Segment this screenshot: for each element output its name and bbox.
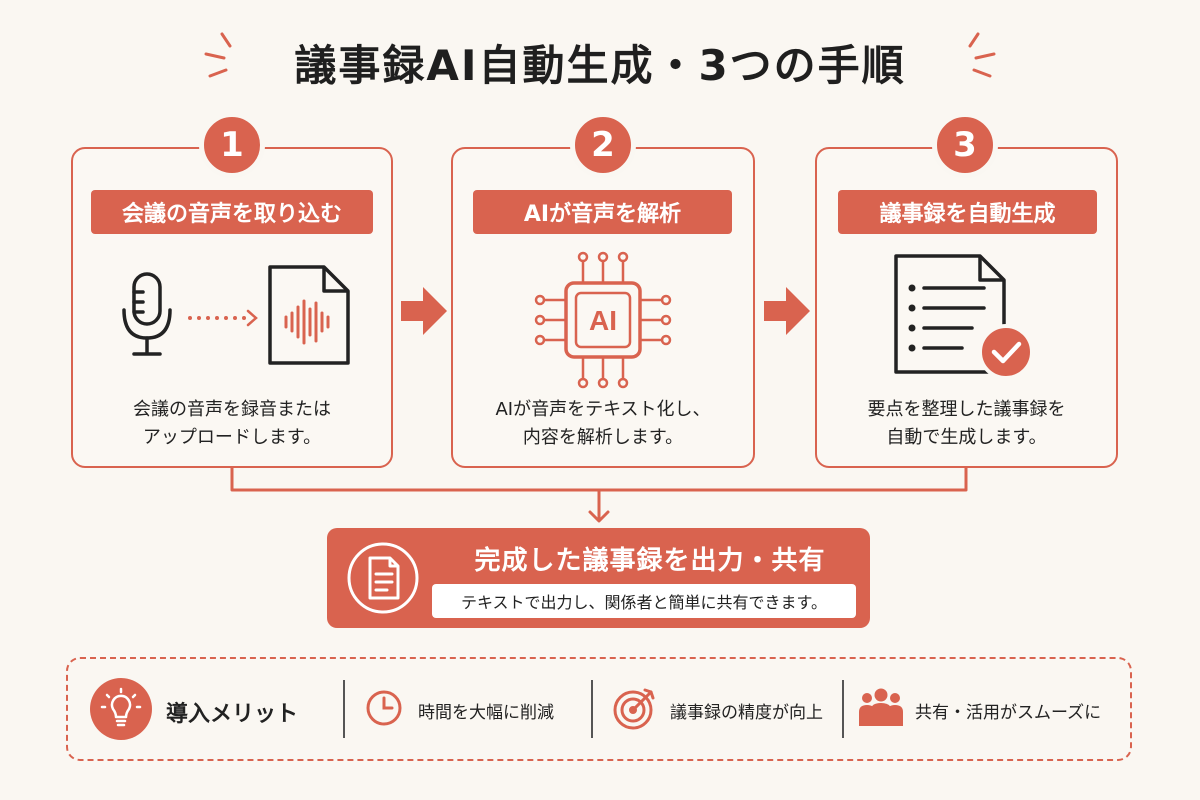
step-label-3: 議事録を自動生成 [838, 190, 1097, 234]
audio-file-icon [268, 265, 350, 365]
step-label-2: AIが音声を解析 [473, 190, 732, 234]
merit-item-1: 時間を大幅に削減 [418, 703, 554, 723]
lightbulb-icon [90, 678, 152, 740]
document-icon [347, 542, 419, 614]
merit-item-3: 共有・活用がスムーズに [915, 703, 1102, 723]
step-number-2: 2 [570, 112, 636, 178]
step-description-2: AIが音声をテキスト化し、 内容を解析します。 [495, 399, 711, 448]
people-icon [859, 688, 903, 726]
document-check-icon [894, 254, 1034, 380]
merit-bar [66, 657, 1132, 761]
dotted-arrow-icon [188, 309, 258, 327]
page-title: 議事録AI自動生成・3つの手順 [294, 41, 906, 90]
step-number-3: 3 [932, 112, 998, 178]
step-number-1: 1 [199, 112, 265, 178]
step-description-3: 要点を整理した議事録を 自動で生成します。 [867, 399, 1066, 448]
step-arrow-2 [764, 287, 810, 335]
merit-item-2: 議事録の精度が向上 [670, 703, 823, 723]
merit-divider-1 [343, 680, 345, 738]
clock-icon [366, 690, 402, 726]
title-decoration-right [968, 32, 996, 78]
step-arrow-1 [401, 287, 447, 335]
ai-chip-label: AI [589, 305, 617, 336]
flow-connector [230, 466, 968, 523]
target-icon [613, 688, 655, 730]
output-subtitle: テキストで出力し、関係者と簡単に共有できます。 [432, 584, 856, 618]
step-description-1: 会議の音声を録音または アップロードします。 [133, 399, 331, 448]
merit-divider-3 [842, 680, 844, 738]
merit-heading: 導入メリット [166, 702, 299, 727]
ai-chip-icon: AI [534, 251, 672, 389]
output-title: 完成した議事録を出力・共有 [474, 546, 826, 576]
microphone-icon [122, 272, 172, 356]
title-decoration-left [204, 32, 232, 78]
merit-divider-2 [591, 680, 593, 738]
step-label-1: 会議の音声を取り込む [91, 190, 373, 234]
